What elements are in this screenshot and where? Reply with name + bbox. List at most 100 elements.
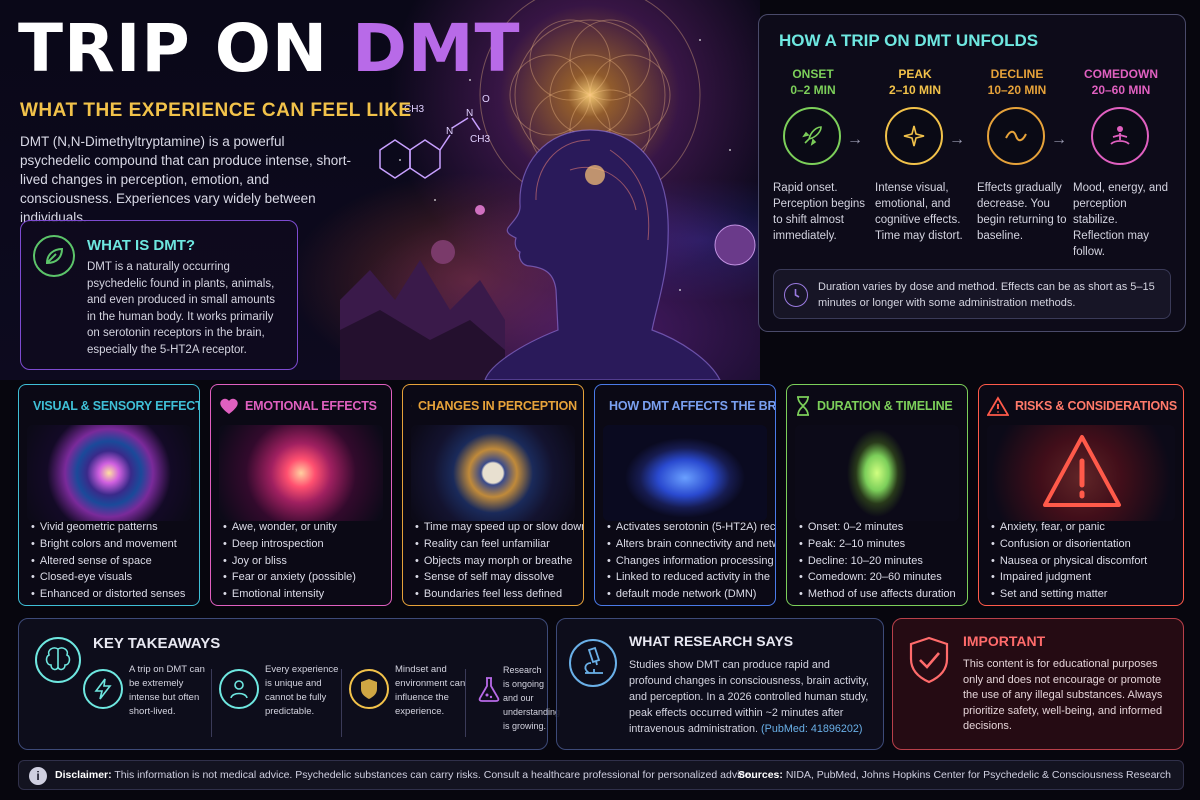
card-emotional: EMOTIONAL EFFECTS Awe, wonder, or unity … [210, 384, 392, 606]
phase-name: ONSET [792, 67, 834, 81]
shield-check-icon [909, 636, 949, 684]
info-icon: i [29, 767, 47, 785]
key-takeaways-card: KEY TAKEAWAYS A trip on DMT can be extre… [18, 618, 561, 750]
clock-icon [784, 283, 808, 307]
takeaway-item: Mindset and environment can influence th… [349, 663, 469, 743]
card-perception: CHANGES IN PERCEPTION Time may speed up … [402, 384, 584, 606]
what-is-dmt-text: DMT is a naturally occurring psychedelic… [87, 261, 275, 356]
card-duration: DURATION & TIMELINE Onset: 0–2 minutes P… [786, 384, 968, 606]
card-title: HOW DMT AFFECTS THE BRAIN [609, 399, 776, 413]
what-is-dmt-title: WHAT IS DMT? [87, 237, 196, 254]
phase-time: 0–2 MIN [790, 83, 836, 97]
takeaway-text: Every experience is unique and cannot be… [265, 664, 339, 717]
phase-peak-desc: Intense visual, emotional, and cognitive… [875, 182, 963, 242]
list-item: Enhanced or distorted senses [31, 586, 193, 603]
takeaway-item: Every experience is unique and cannot be… [219, 663, 339, 743]
footer-sources: Sources: NIDA, PubMed, Johns Hopkins Cen… [738, 769, 1171, 781]
dmt-molecule-diagram: CH3 N N CH3 O [379, 94, 490, 179]
card-title: VISUAL & SENSORY EFFECTS [33, 399, 200, 413]
hourglass-illustration [795, 425, 959, 521]
list-item: Peak: 2–10 minutes [799, 536, 961, 553]
heart-illustration [219, 425, 383, 521]
list-item: Boundaries feel less defined [415, 586, 577, 603]
card-visual-sensory: VISUAL & SENSORY EFFECTS Vivid geometric… [18, 384, 200, 606]
spiral-clock-illustration [411, 425, 575, 521]
footer-disclaimer: Disclaimer: This information is not medi… [55, 769, 753, 781]
card-list: Vivid geometric patterns Bright colors a… [31, 519, 193, 603]
card-list: Anxiety, fear, or panic Confusion or dis… [991, 519, 1177, 603]
phase-time: 2–10 MIN [888, 83, 942, 97]
card-list: Onset: 0–2 minutes Peak: 2–10 minutes De… [799, 519, 961, 603]
list-item: Altered sense of space [31, 553, 193, 570]
leaf-icon [33, 235, 75, 277]
footer-bar: i Disclaimer: This information is not me… [18, 760, 1184, 790]
list-item: Time may speed up or slow down [415, 519, 583, 536]
list-item: Sense of self may dissolve [415, 569, 577, 586]
divider [341, 669, 342, 737]
card-title: EMOTIONAL EFFECTS [245, 399, 377, 413]
head-icon [411, 405, 412, 407]
intro-paragraph: DMT (N,N-Dimethyltryptamine) is a powerf… [20, 134, 351, 225]
takeaway-text: Research is ongoing and our understandin… [503, 665, 561, 731]
rocket-icon [783, 107, 841, 165]
molecule-label-o: O [482, 94, 490, 105]
title-accent: DMT [352, 10, 521, 87]
arrow-right-icon: → [847, 131, 863, 148]
card-list: Time may speed up or slow down Reality c… [415, 519, 583, 603]
molecule-label-ch3-b: CH3 [470, 134, 490, 145]
list-item: Joy or bliss [223, 553, 385, 570]
card-title: RISKS & CONSIDERATIONS [1014, 399, 1177, 413]
phase-decline: DECLINE 10–20 MIN [967, 67, 1067, 97]
cosmic-head-illustration [340, 0, 756, 380]
divider [211, 669, 212, 737]
phase-comedown: COMEDOWN 20–60 MIN [1071, 67, 1171, 97]
brain-icon [35, 637, 81, 683]
person-icon [219, 669, 259, 709]
timeline-title: HOW A TRIP ON DMT UNFOLDS [779, 31, 1039, 50]
list-item: Decline: 10–20 minutes [799, 553, 961, 570]
wave-icon [987, 107, 1045, 165]
takeaway-item: Research is ongoing and our understandin… [469, 663, 561, 743]
phase-decline-desc: Effects gradually decrease. You begin re… [977, 182, 1067, 242]
duration-note: Duration varies by dose and method. Effe… [773, 269, 1171, 319]
important-text: This content is for educational purposes… [963, 658, 1163, 732]
list-item: Activates serotonin (5-HT2A) receptors [607, 519, 775, 536]
microscope-icon [569, 639, 617, 687]
key-takeaways-title: KEY TAKEAWAYS [93, 635, 221, 652]
warning-icon [987, 396, 1009, 416]
list-item: Bright colors and movement [31, 536, 193, 553]
list-item: Fear or anxiety (possible) [223, 569, 385, 586]
research-card: WHAT RESEARCH SAYS Studies show DMT can … [556, 618, 884, 750]
heart-icon [220, 398, 238, 414]
research-title: WHAT RESEARCH SAYS [629, 633, 794, 649]
list-item: Alters brain connectivity and networks [607, 536, 775, 553]
timeline-panel: HOW A TRIP ON DMT UNFOLDS ONSET 0–2 MIN … [758, 14, 1186, 332]
duration-note-text: Duration varies by dose and method. Effe… [818, 281, 1155, 309]
list-item: Reality can feel unfamiliar [415, 536, 577, 553]
phase-onset: ONSET 0–2 MIN [763, 67, 863, 97]
flask-icon [469, 669, 509, 709]
molecule-label-ch3-a: CH3 [404, 104, 424, 115]
list-item: Confusion or disorientation [991, 536, 1177, 553]
warning-triangle-icon [1043, 435, 1121, 507]
page-subtitle: WHAT THE EXPERIENCE CAN FEEL LIKE [20, 100, 412, 121]
sparkle-icon [885, 107, 943, 165]
list-item: Emotional intensity [223, 586, 385, 603]
list-item: Onset: 0–2 minutes [799, 519, 961, 536]
meditation-icon [1091, 107, 1149, 165]
list-item: Vivid geometric patterns [31, 519, 193, 536]
phase-name: PEAK [898, 67, 932, 81]
lightning-icon [83, 669, 123, 709]
card-risks: RISKS & CONSIDERATIONS Anxiety, fear, or… [978, 384, 1184, 606]
list-item: Closed-eye visuals [31, 569, 193, 586]
phase-comedown-desc: Mood, energy, and perception stabilize. … [1073, 182, 1169, 258]
arrow-right-icon: → [1051, 131, 1067, 148]
takeaway-item: A trip on DMT can be extremely intense b… [83, 663, 205, 743]
research-citation-link[interactable]: (PubMed: 41896202) [761, 723, 863, 735]
card-title: DURATION & TIMELINE [817, 399, 953, 413]
sources-text: NIDA, PubMed, Johns Hopkins Center for P… [785, 769, 1171, 781]
phase-time: 10–20 MIN [987, 83, 1047, 97]
list-item: Impaired judgment [991, 569, 1177, 586]
card-title: CHANGES IN PERCEPTION [417, 399, 577, 413]
list-item: Changes information processing [607, 553, 774, 570]
